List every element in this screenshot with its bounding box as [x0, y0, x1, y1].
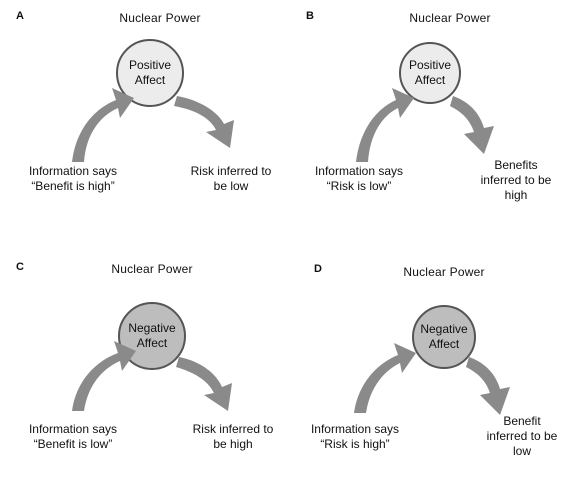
- information-arrow: [72, 88, 134, 162]
- affect-diagram: [354, 305, 510, 415]
- panel-title: Nuclear Power: [111, 262, 193, 276]
- affect-label: Positive Affect: [408, 58, 452, 87]
- information-arrow: [72, 341, 136, 411]
- affect-circle: [412, 305, 476, 369]
- affect-diagram: [356, 42, 494, 162]
- inferred-arrow: [466, 357, 510, 415]
- affect-diagram: [72, 302, 232, 411]
- information-label: Information says “Risk is high”: [310, 422, 400, 451]
- panel-d: D Nuclear Power Negative Affect Informat…: [290, 239, 580, 478]
- inferred-label: Risk inferred to be low: [190, 164, 272, 193]
- panel-title: Nuclear Power: [119, 11, 201, 25]
- information-label: Information says “Benefit is low”: [28, 422, 118, 451]
- affect-diagram: [72, 39, 234, 162]
- panel-letter: C: [16, 261, 24, 273]
- inferred-label: Benefit inferred to be low: [486, 414, 558, 458]
- information-label: Information says “Risk is low”: [314, 164, 404, 193]
- panel-b: B Nuclear Power Positive Affect Informat…: [290, 0, 580, 239]
- inferred-arrow: [450, 96, 494, 154]
- inferred-arrow: [176, 357, 232, 411]
- information-label: Information says “Benefit is high”: [28, 164, 118, 193]
- affect-label: Positive Affect: [128, 58, 172, 87]
- inferred-label: Benefits inferred to be high: [480, 158, 552, 202]
- inferred-arrow: [174, 96, 234, 148]
- affect-label: Negative Affect: [128, 321, 176, 350]
- information-arrow: [354, 343, 416, 413]
- affect-circle: [399, 42, 461, 104]
- panel-letter: B: [306, 10, 314, 22]
- affect-label: Negative Affect: [420, 322, 468, 351]
- panel-title: Nuclear Power: [403, 265, 485, 279]
- information-arrow: [356, 88, 414, 162]
- panel-c: C Nuclear Power Negative Affect Informat…: [0, 239, 290, 478]
- affect-circle: [118, 302, 186, 370]
- panel-a: A Nuclear Power Positive Affect Informat…: [0, 0, 290, 239]
- inferred-label: Risk inferred to be high: [192, 422, 274, 451]
- panel-title: Nuclear Power: [409, 11, 491, 25]
- affect-circle: [116, 39, 184, 107]
- panel-letter: A: [16, 10, 24, 22]
- panel-letter: D: [314, 263, 322, 275]
